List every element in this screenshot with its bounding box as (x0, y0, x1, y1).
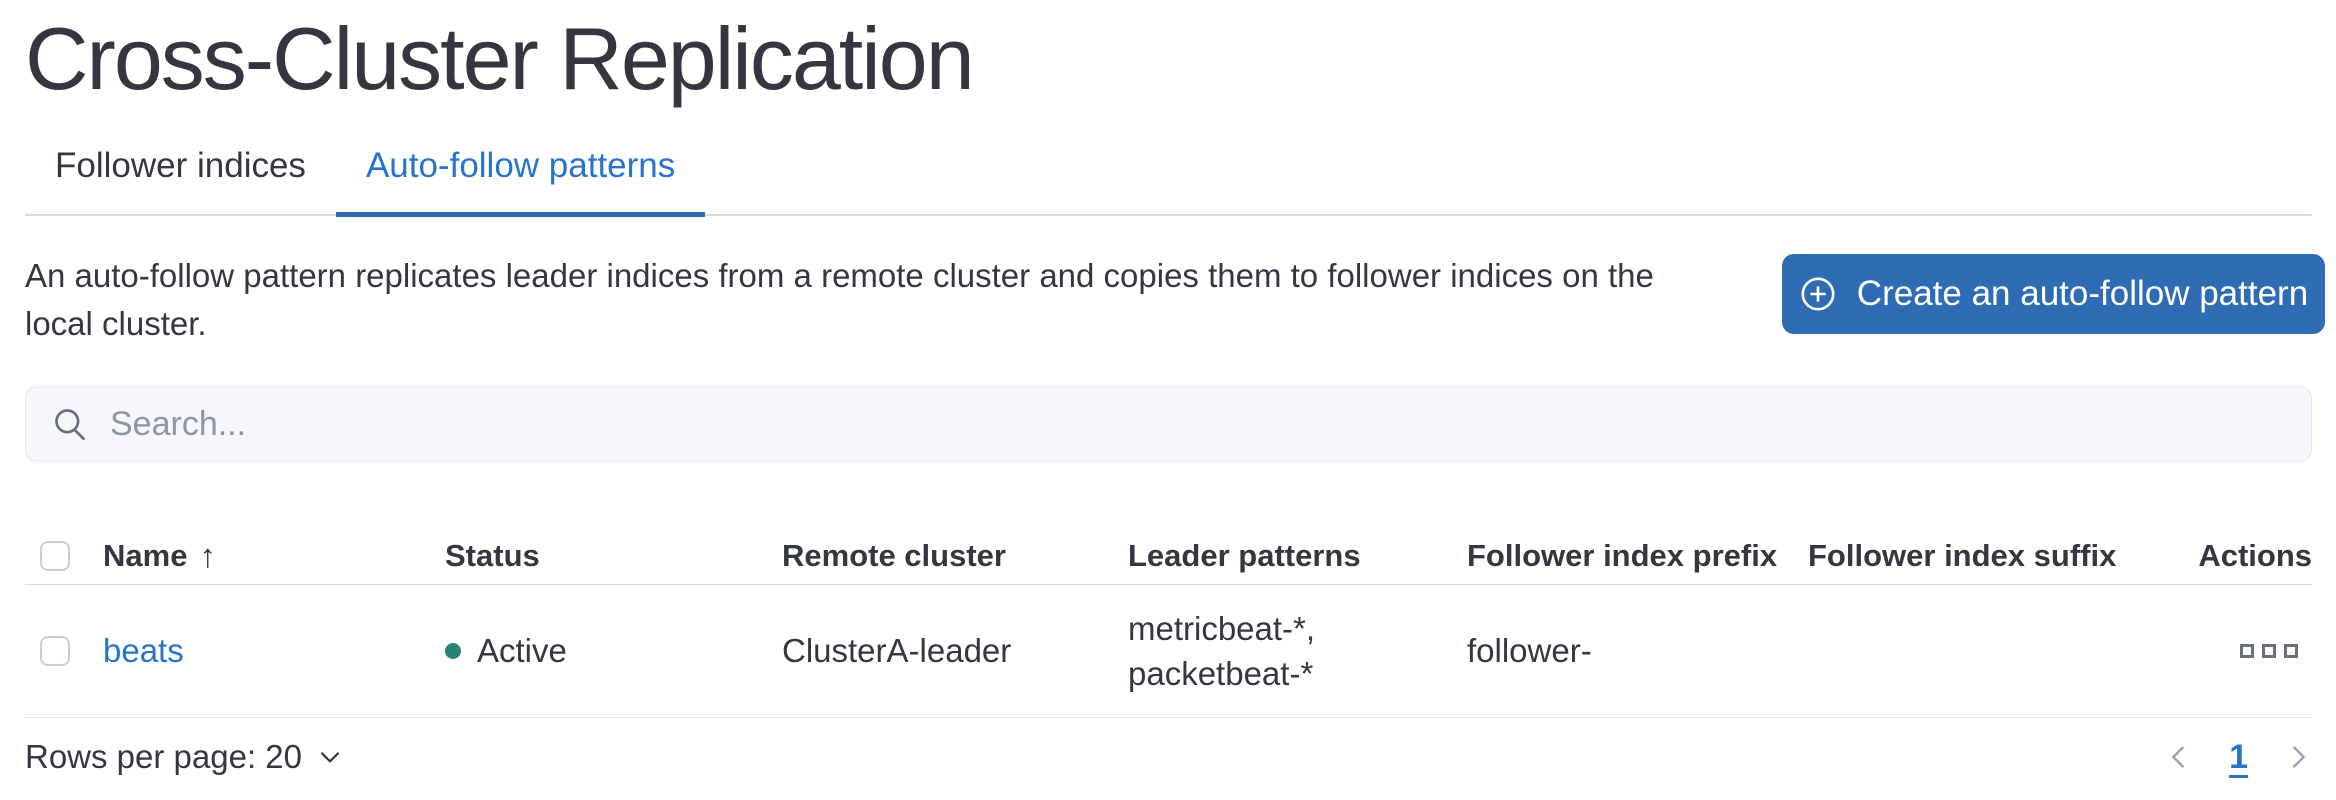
create-button-label: Create an auto-follow pattern (1856, 274, 2309, 313)
rows-per-page-label: Rows per page: 20 (25, 738, 303, 775)
row-select-column (25, 636, 103, 666)
cell-status: Active (445, 632, 782, 670)
cell-remote-cluster: ClusterA-leader (782, 632, 1012, 669)
next-page-button[interactable] (2284, 742, 2314, 772)
plus-in-circle-icon (1801, 277, 1835, 311)
tab-auto-follow-patterns[interactable]: Auto-follow patterns (335, 142, 706, 217)
cell-name: beats (103, 632, 445, 670)
previous-page-button[interactable] (2163, 742, 2193, 772)
chevron-right-icon (2293, 746, 2305, 768)
sort-ascending-icon: ↑ (199, 537, 216, 574)
chevron-down-icon (321, 752, 340, 763)
page-number-current[interactable]: 1 (2229, 737, 2248, 776)
rows-per-page-button[interactable]: Rows per page: 20 (25, 738, 344, 776)
search-input[interactable] (110, 404, 2285, 444)
pagination: 1 (2163, 738, 2314, 777)
column-header-actions: Actions (2198, 538, 2312, 573)
boxes-horizontal-icon[interactable] (2240, 644, 2312, 658)
table-header-row: Name ↑ Status Remote cluster Leader patt… (25, 528, 2312, 585)
page-description: An auto-follow pattern replicates leader… (25, 252, 1654, 348)
table-footer: Rows per page: 20 1 (25, 726, 2314, 788)
tab-bar: Follower indices Auto-follow patterns (25, 142, 706, 217)
search-bar[interactable] (25, 386, 2312, 462)
page-title: Cross-Cluster Replication (25, 9, 975, 108)
column-header-remote-cluster: Remote cluster (782, 538, 1006, 573)
column-header-follower-index-suffix: Follower index suffix (1808, 538, 2117, 573)
column-header-follower-index-prefix: Follower index prefix (1467, 538, 1778, 573)
chevron-left-icon (2172, 746, 2184, 768)
tabs-divider (25, 214, 2312, 216)
select-all-checkbox[interactable] (40, 541, 70, 571)
tab-follower-indices[interactable]: Follower indices (55, 146, 306, 185)
cell-actions (2145, 644, 2312, 658)
row-checkbox[interactable] (40, 636, 70, 666)
status-dot-icon (445, 643, 461, 659)
status-label: Active (477, 632, 567, 669)
leader-pattern-1: metricbeat-*, (1128, 610, 1316, 647)
select-all-column (25, 541, 103, 571)
column-header-status: Status (445, 538, 540, 573)
column-header-name[interactable]: Name ↑ (103, 537, 216, 574)
create-auto-follow-pattern-button[interactable]: Create an auto-follow pattern (1782, 254, 2325, 334)
search-icon (55, 409, 85, 440)
cell-leader-patterns: metricbeat-*, packetbeat-* (1128, 606, 1467, 696)
leader-pattern-2: packetbeat-* (1128, 655, 1314, 692)
description-line-2: local cluster. (25, 305, 207, 342)
pattern-name-link[interactable]: beats (103, 632, 184, 669)
column-header-leader-patterns: Leader patterns (1128, 538, 1361, 573)
table-row: beats Active ClusterA-leader metricbeat-… (25, 585, 2312, 718)
cell-follower-index-prefix: follower- (1467, 632, 1592, 669)
description-line-1: An auto-follow pattern replicates leader… (25, 257, 1654, 294)
